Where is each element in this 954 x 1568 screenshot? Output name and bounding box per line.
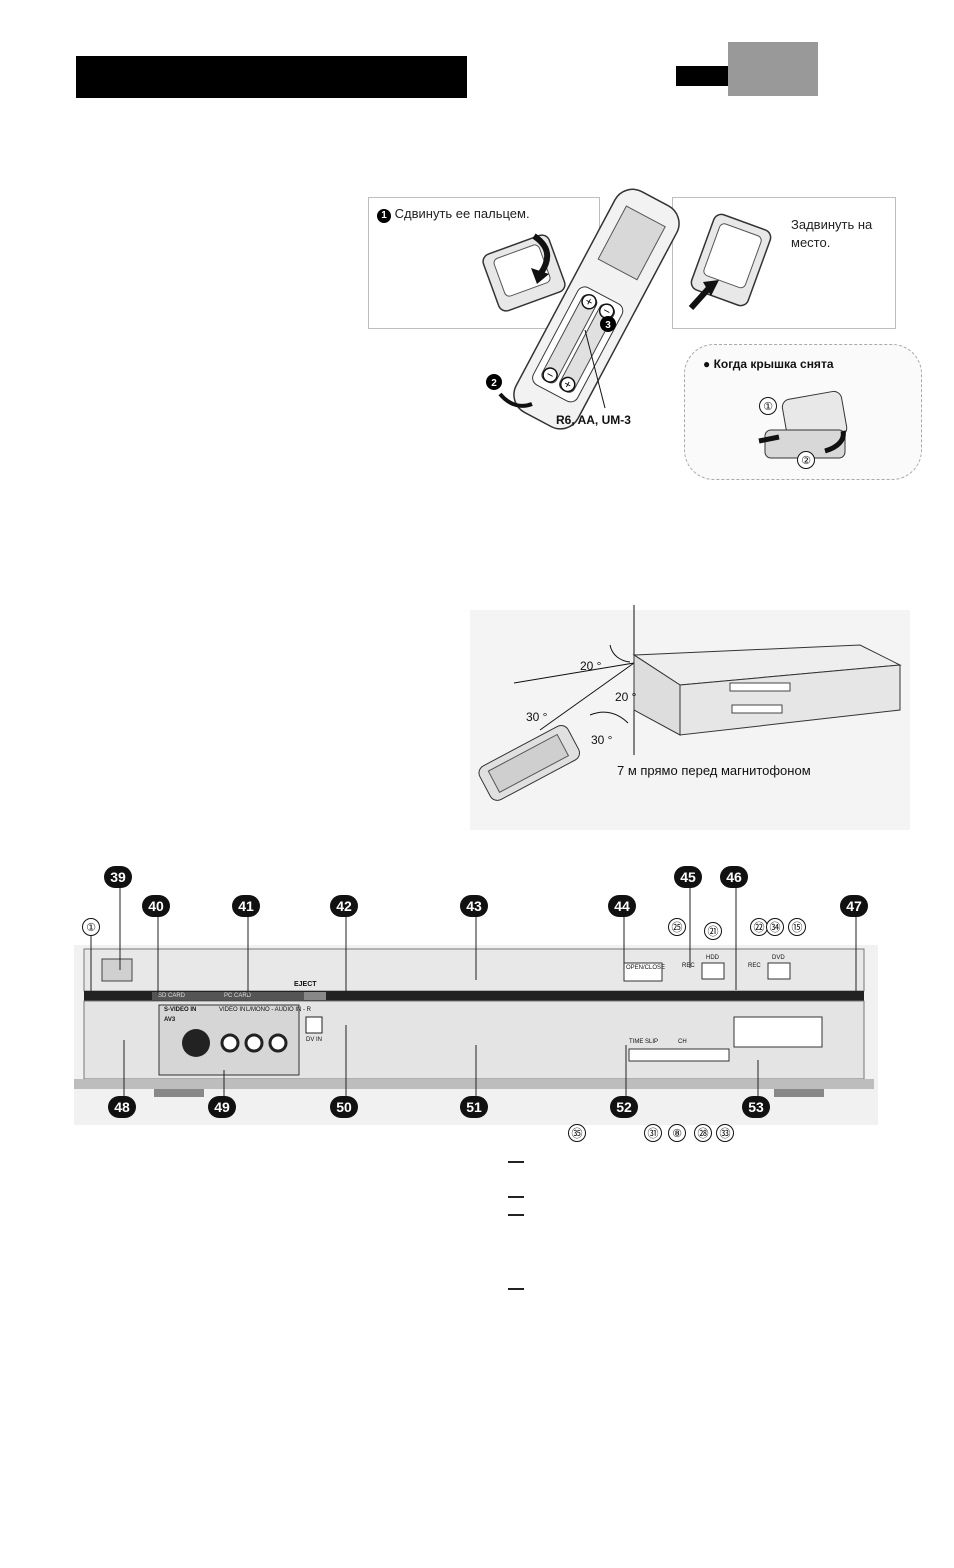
callout-41: 41 <box>232 895 260 917</box>
section-header-bar <box>76 56 467 98</box>
callout-circle-31: ㉛ <box>644 1124 662 1142</box>
page-tab-marker <box>676 66 728 86</box>
callout-46: 46 <box>720 866 748 888</box>
callout-circle-15: ⑮ <box>788 918 806 936</box>
dash-mark <box>508 1214 524 1216</box>
callout-50: 50 <box>330 1096 358 1118</box>
cover-replace-illustration <box>688 213 772 311</box>
battery-step-replace-panel: Задвинуть на место. <box>672 197 896 329</box>
cover-removed-title: Когда крышка снята <box>713 357 834 371</box>
cover-slide-illustration <box>482 233 566 312</box>
time-slip-label: TIME SLIP <box>629 1039 659 1045</box>
callout-43: 43 <box>460 895 488 917</box>
remote-range-diagram <box>470 605 910 830</box>
svideo-label: S-VIDEO IN <box>164 1007 197 1013</box>
callout-circle-25: ㉕ <box>668 918 686 936</box>
hdd-label: HDD <box>706 955 719 961</box>
callout-49: 49 <box>208 1096 236 1118</box>
pc-card-label: PC CARD <box>224 993 252 999</box>
callout-44: 44 <box>608 895 636 917</box>
callout-52: 52 <box>610 1096 638 1118</box>
angle-left-label: 30 ° <box>526 710 548 724</box>
battery-type-label: R6, AA, UM-3 <box>556 413 631 427</box>
step-2-badge: 2 <box>491 378 497 389</box>
cover-step-1: ① <box>759 397 777 415</box>
callout-circle-8: ⑧ <box>668 1124 686 1142</box>
recorder-illustration <box>632 644 902 736</box>
ch-label: CH <box>678 1039 687 1045</box>
eject-label: EJECT <box>294 981 317 988</box>
page-tab-block <box>728 42 818 96</box>
bullet-icon: ● <box>703 357 711 371</box>
angle-mid-label: 20 ° <box>615 690 637 704</box>
callout-circle-34: ㉞ <box>766 918 784 936</box>
video-in-label: VIDEO IN <box>219 1007 246 1013</box>
callout-circle-33: ㉝ <box>716 1124 734 1142</box>
dv-in-label: DV IN <box>306 1037 323 1043</box>
callout-42: 42 <box>330 895 358 917</box>
remote-battery-illustration: + − − + 3 2 <box>486 188 680 430</box>
remote-illustration <box>478 725 580 801</box>
dash-mark <box>508 1196 524 1198</box>
distance-caption: 7 м прямо перед магнитофоном <box>617 763 811 778</box>
angle-bottom-label: 30 ° <box>591 733 613 747</box>
callout-40: 40 <box>142 895 170 917</box>
callout-circle-28: ㉘ <box>694 1124 712 1142</box>
replace-label-line2: место. <box>791 235 831 250</box>
callout-circle-1: ① <box>82 918 100 936</box>
open-close-label: OPEN/CLOSE <box>626 965 666 971</box>
angle-top-label: 20 ° <box>580 659 602 673</box>
rec-label-dvd: REC <box>748 963 761 969</box>
replace-label-line1: Задвинуть на <box>791 217 873 232</box>
cover-removed-panel: ● Когда крышка снята ① ② <box>684 344 922 480</box>
dash-mark <box>508 1288 524 1290</box>
callout-51: 51 <box>460 1096 488 1118</box>
battery-step1-panel: 1 Сдвинуть ее пальцем. <box>368 197 600 329</box>
front-panel-diagram: EJECT OPEN/CLOSE SD CARD PC CARD S-VIDEO… <box>74 945 878 1125</box>
callout-circle-21: ㉑ <box>704 922 722 940</box>
cover-removed-illustration <box>758 390 848 459</box>
step-1-badge: 1 <box>377 209 391 223</box>
callout-45: 45 <box>674 866 702 888</box>
dvd-label: DVD <box>772 955 785 961</box>
dash-mark <box>508 1161 524 1163</box>
callout-47: 47 <box>840 895 868 917</box>
callout-circle-35: ㉟ <box>568 1124 586 1142</box>
callout-48: 48 <box>108 1096 136 1118</box>
audio-in-label: L/MONO - AUDIO IN - R <box>246 1007 312 1013</box>
callout-39: 39 <box>104 866 132 888</box>
callout-53: 53 <box>742 1096 770 1118</box>
sd-card-label: SD CARD <box>158 993 186 999</box>
step1-label: Сдвинуть ее пальцем. <box>394 206 530 221</box>
cover-step-2: ② <box>797 451 815 469</box>
av3-label: AV3 <box>164 1017 176 1023</box>
rec-label-hdd: REC <box>682 963 695 969</box>
step-3-badge: 3 <box>605 320 611 331</box>
